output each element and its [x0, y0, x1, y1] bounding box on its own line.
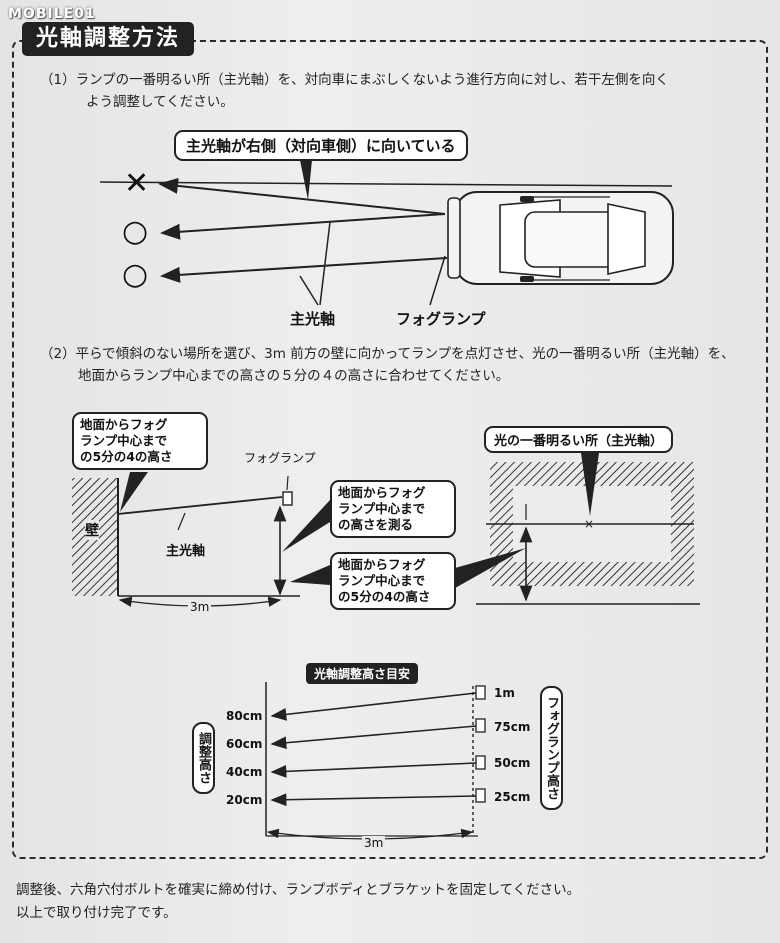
adjust-height-60: 60cm — [226, 737, 263, 751]
label-distance-guide: 3m — [362, 836, 386, 850]
guide-title: 光軸調整高さ目安 — [306, 663, 419, 684]
label-fog-lamp: フォグランプ — [396, 310, 486, 328]
step1-text-line1: （1）ランプの一番明るい所（主光軸）を、対向車にまぶしくないよう進行方向に対し、… — [40, 72, 669, 88]
lamp-height-75: 75cm — [494, 720, 531, 734]
label-fog-lamp-side: フォグランプ — [244, 451, 316, 465]
beam-correct-2 — [160, 257, 448, 283]
callout-brightest-point: 光の一番明るい所（主光軸） — [484, 426, 674, 453]
footer-line2: 以上で取り付け完了です。 — [16, 905, 177, 921]
box-target-height: 地面からフォグ ランプ中心まで の5分の4の高さ — [330, 552, 456, 610]
label-distance-side: 3m — [188, 600, 212, 614]
beam-correct-1 — [160, 213, 446, 240]
step2-text-line2: 地面からランプ中心までの高さの５分の４の高さに合わせてください。 — [78, 368, 510, 384]
mark-correct-1: ○ — [122, 214, 149, 249]
adjust-height-40: 40cm — [226, 765, 263, 779]
dashed-frame — [12, 40, 768, 859]
label-wall: 壁 — [85, 520, 99, 540]
fog-lamp-box — [282, 491, 293, 506]
step1-diagram — [99, 160, 674, 306]
lane-line — [99, 181, 673, 187]
lamp-height-25: 25cm — [494, 790, 531, 804]
label-fog-lamp-height: フォグランプ高さ — [540, 686, 563, 810]
lamp-height-1m: 1m — [494, 686, 515, 700]
step2-left-diagram — [72, 472, 330, 607]
adjust-height-20: 20cm — [226, 793, 263, 807]
watermark: MOBILE01 — [8, 6, 96, 22]
label-adjust-height: 調整高さ — [192, 722, 215, 794]
main-axis-beam — [117, 496, 283, 515]
label-main-axis-side: 主光軸 — [166, 544, 206, 559]
car-illustration — [447, 191, 674, 285]
callout-right-axis: 主光軸が右側（対向車側）に向いている — [174, 130, 468, 161]
footer-line1: 調整後、六角穴付ボルトを確実に締め付け、ランプボディとブラケットを固定してくださ… — [16, 882, 581, 898]
beam-wrong — [158, 177, 446, 215]
guide-diagram — [265, 682, 486, 840]
step1-text-line2: よう調整してください。 — [86, 94, 234, 110]
step2-text-line1: （2）平らで傾斜のない場所を選び、3m 前方の壁に向かってランプを点灯させ、光の… — [40, 346, 735, 362]
box-four-fifths-height: 地面からフォグ ランプ中心まで の5分の4の高さ — [72, 412, 208, 470]
adjust-height-80: 80cm — [226, 709, 263, 723]
mark-correct-2: ○ — [122, 257, 149, 292]
page-title: 光軸調整方法 — [22, 22, 195, 56]
lamp-height-50: 50cm — [494, 756, 531, 770]
mark-wrong: ✕ — [124, 166, 150, 201]
box-measure-height: 地面からフォグ ランプ中心まで の高さを測る — [330, 480, 456, 538]
svg-text:×: × — [584, 517, 594, 531]
label-main-axis: 主光軸 — [290, 310, 336, 328]
step2-right-diagram: × — [448, 446, 700, 605]
